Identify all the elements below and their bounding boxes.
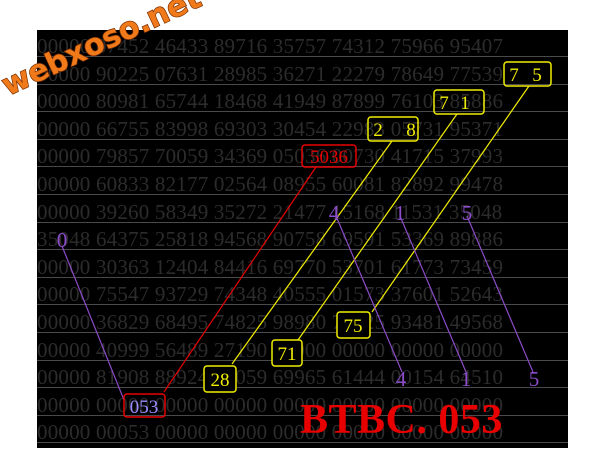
page-title: BTBC. 053 [300,397,503,443]
site-logo[interactable]: webxoso.net [0,0,230,110]
grid-row: 00000 39260 58349 35272 21477 15168 1153… [37,199,568,224]
grid-row: 00000 36829 68495 74825 98980 78625 9348… [37,309,568,334]
grid-row: 00000 90225 07631 28985 36271 22279 7864… [37,61,568,86]
grid-row: 00000 75547 93729 74348 40555 01573 3760… [37,281,568,306]
grid-row: 00000 40999 56489 27190 00000 00000 0000… [37,337,568,362]
grid-row: 00000 07452 46433 89716 35757 74312 7596… [37,33,568,58]
grid-row: 00000 81908 88924 29059 69965 61444 0015… [37,364,568,389]
grid-row: 00000 66755 83998 69303 30454 22983 0573… [37,116,568,141]
grid-row: 35048 64375 25818 94568 90758 69591 5336… [37,226,568,251]
grid-row: 00000 30363 12404 84416 69770 53701 6177… [37,254,568,279]
grid-row: 00000 79857 70059 34369 05036 00730 4171… [37,143,568,168]
grid-row: 00000 00053 00000 00000 00000 00000 0000… [37,419,568,444]
site-logo-text: webxoso.net [0,0,207,103]
grid-row: 00000 60833 82177 02564 08955 60081 8289… [37,171,568,196]
